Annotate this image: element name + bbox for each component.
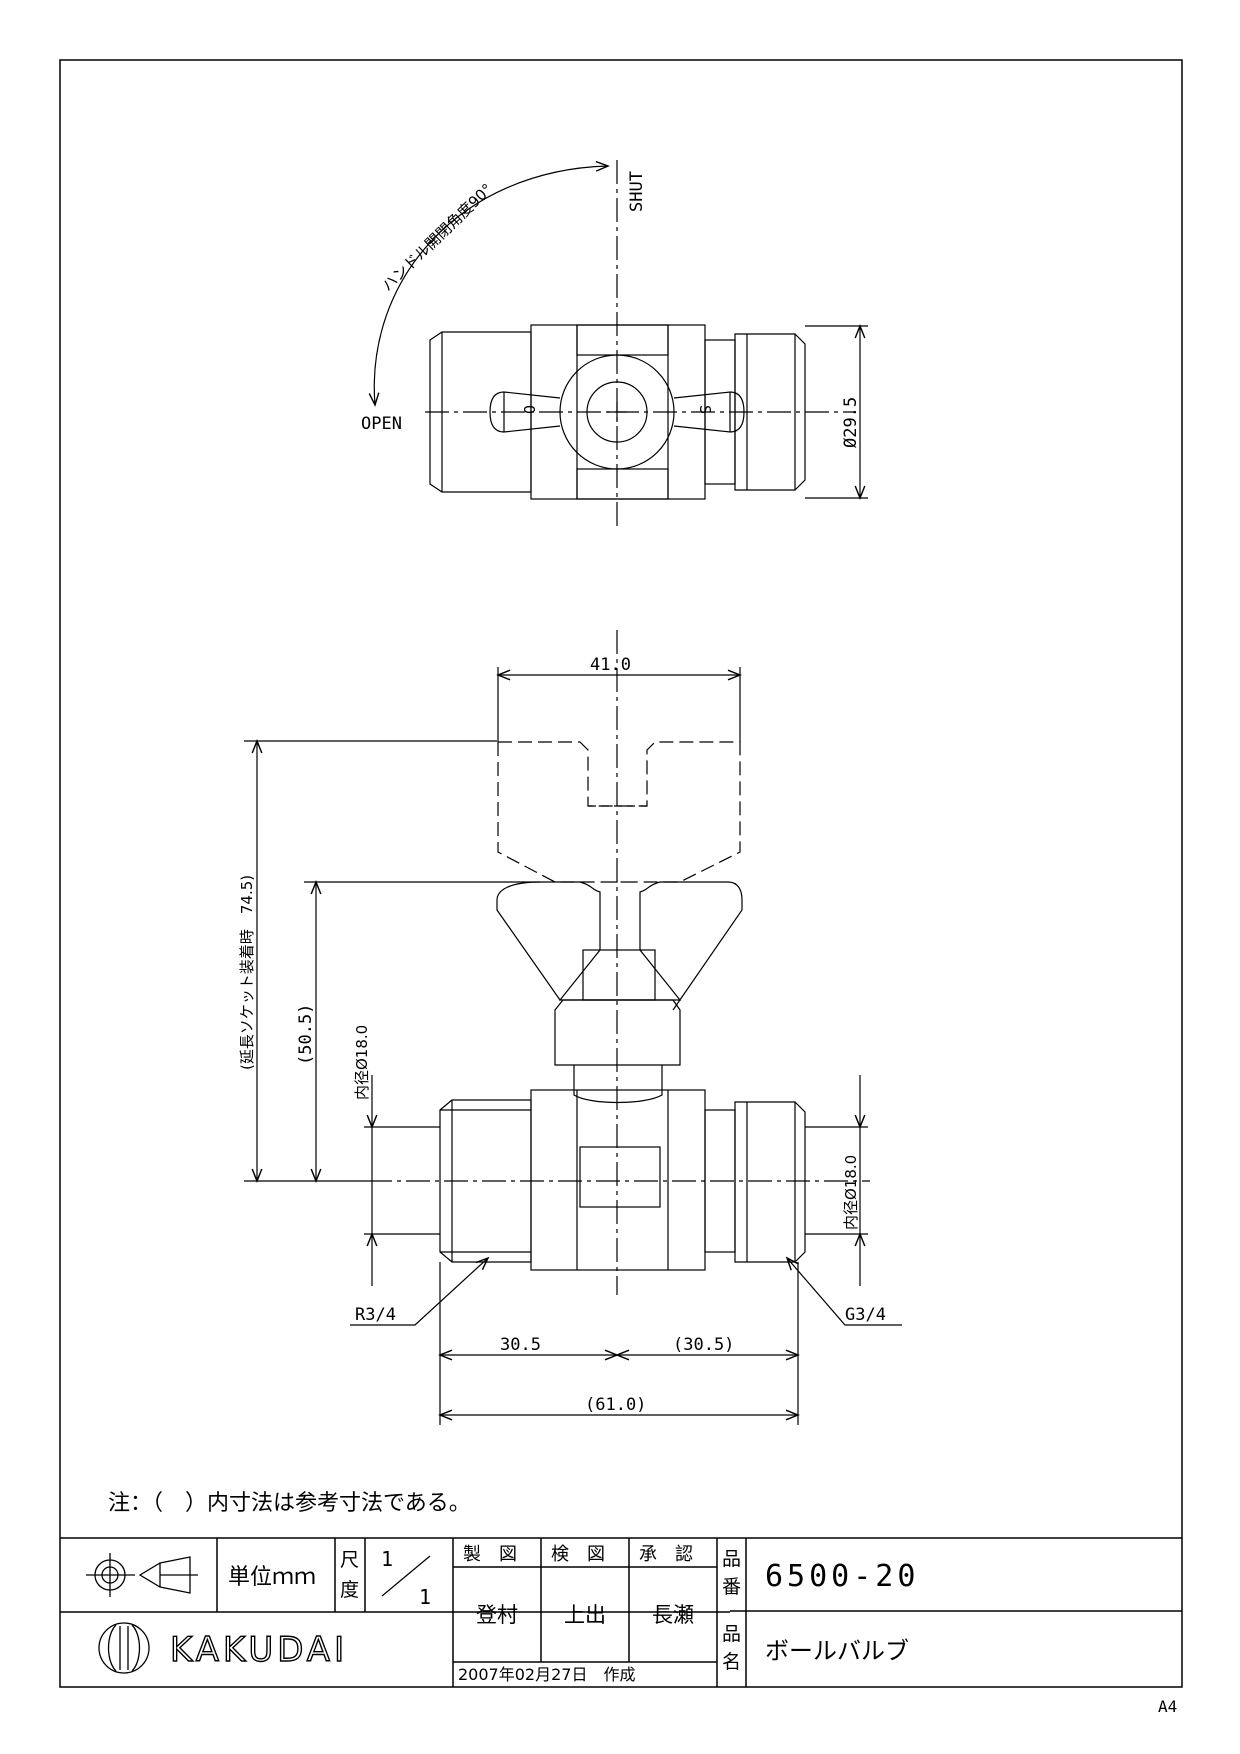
scale-numerator: 1 — [381, 1547, 393, 1571]
sheet-size: A4 — [1158, 1697, 1177, 1716]
thread-g34-label: G3/4 — [845, 1305, 886, 1325]
dim-61-label: (61.0) — [585, 1395, 646, 1415]
checked-col-label: 検 図 — [551, 1544, 605, 1565]
part-name: ボールバルブ — [765, 1637, 909, 1665]
company-name: KAKUDAI — [170, 1630, 348, 1670]
kakudai-logo-icon — [98, 1622, 150, 1674]
handle-o-label: O — [520, 405, 538, 414]
unit-label: 単位ｍｍ — [228, 1565, 316, 1590]
handle-s-label: S — [696, 405, 714, 414]
approved-name: 長瀬 — [652, 1603, 694, 1627]
scale-denominator: 1 — [419, 1585, 431, 1609]
scale-label-2: 度 — [340, 1579, 359, 1601]
created-date: 2007年02月27日 作成 — [458, 1665, 635, 1684]
thread-r34-label: R3/4 — [355, 1305, 396, 1325]
part-no-label-1: 品 — [722, 1548, 741, 1570]
dim-505-label: (50.5) — [296, 1004, 316, 1065]
sheet-border — [59, 59, 1183, 1688]
scale-label-1: 尺 — [340, 1549, 359, 1571]
angle-label: ハンドル開閉角度90° — [378, 180, 496, 295]
open-label: OPEN — [361, 414, 402, 434]
dim-305-right-label: (30.5) — [673, 1335, 734, 1355]
dim-305-left-label: 30.5 — [500, 1335, 541, 1355]
part-no-label-2: 番 — [722, 1576, 741, 1598]
part-number: 6500-20 — [765, 1559, 919, 1594]
dim-41-label: 41.0 — [590, 655, 631, 675]
dim-745-label: (延長ソケット装着時 74.5) — [238, 875, 256, 1070]
inner-diameter-left-label: 内径Ø18.0 — [353, 1025, 371, 1100]
projection-symbol-icon — [86, 1553, 198, 1597]
inner-diameter-right-label: 内径Ø18.0 — [842, 1155, 860, 1230]
shut-label: SHUT — [627, 171, 647, 212]
part-name-label-1: 品 — [722, 1623, 741, 1645]
drawn-col-label: 製 図 — [463, 1544, 517, 1565]
checked-name: 上出 — [564, 1603, 606, 1627]
reference-note: 注：（ ）内寸法は参考寸法である。 — [108, 1491, 471, 1516]
title-block — [60, 1537, 1182, 1687]
part-name-label-2: 名 — [722, 1651, 741, 1673]
front-view — [244, 630, 902, 1425]
drawn-name: 登村 — [476, 1603, 518, 1627]
top-view — [368, 160, 868, 528]
approved-col-label: 承 認 — [639, 1544, 693, 1565]
diameter-295-label: Ø29.5 — [841, 397, 861, 448]
